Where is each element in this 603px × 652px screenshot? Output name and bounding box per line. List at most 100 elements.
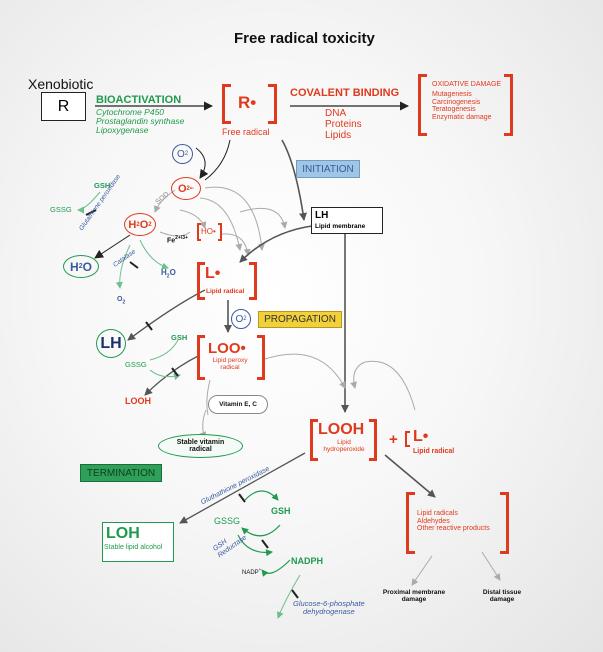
bracket-left-looh bbox=[310, 419, 318, 461]
lh-circle: LH bbox=[96, 329, 126, 358]
distal-damage-line2: damage bbox=[489, 596, 515, 603]
arrow-gpx-bottom-top bbox=[244, 490, 279, 501]
arrow-h2o2-water bbox=[94, 234, 131, 259]
bracket-right-lipid-radical bbox=[249, 262, 257, 300]
arrow-lradical-lh bbox=[127, 289, 206, 341]
arrow-catalase-o2 bbox=[115, 244, 131, 289]
proximal-damage-line2: damage bbox=[401, 596, 427, 603]
arrow-loo-looh-small bbox=[144, 354, 201, 396]
block-bottom-gpx bbox=[238, 493, 246, 503]
arrow-lright-loop bbox=[350, 360, 416, 411]
block-lradical bbox=[145, 321, 153, 331]
loh-box: LOH Stable lipid alcohol bbox=[102, 522, 174, 562]
bracket-right-loo bbox=[257, 335, 265, 380]
arrow-proximal bbox=[411, 555, 433, 586]
enzyme-cyp450: Cytochrome P450 bbox=[96, 107, 165, 117]
target-dna: DNA bbox=[325, 108, 347, 119]
looh-big-symbol: LOOH bbox=[318, 421, 365, 438]
damage-mutagenesis: Mutagenesis bbox=[432, 91, 472, 98]
bracket-left-free-radical bbox=[222, 84, 231, 124]
fe-label: Fe2+/3+ bbox=[167, 235, 188, 245]
g6pd-label: Glucose-6-phosphate dehydrogenase bbox=[293, 600, 365, 616]
initiation-label: INITIATION bbox=[296, 160, 360, 178]
enzyme-lipoxygenase: Lipoxygenase bbox=[96, 125, 149, 135]
arrow-nadph-nadp bbox=[261, 559, 291, 577]
lradical-right-label: Lipid radical bbox=[413, 448, 455, 455]
termination-label: TERMINATION bbox=[80, 464, 162, 482]
bracket-left-loo bbox=[197, 335, 205, 380]
arrow-ho-lipid bbox=[221, 233, 251, 256]
arrow-gssg-gsh bbox=[241, 524, 281, 537]
distal-damage-line1: Distal tissue bbox=[482, 589, 522, 596]
oxidative-damage-title: OXIDATIVE DAMAGE bbox=[432, 81, 502, 88]
free-radical-label: Free radical bbox=[222, 127, 270, 137]
g6pd-line1: Glucose-6-phosphate bbox=[293, 599, 365, 608]
enzyme-prostaglandin: Prostaglandin synthase bbox=[96, 116, 185, 126]
arrow-loo-vitamin bbox=[206, 379, 211, 416]
bracket-left-ho bbox=[197, 223, 201, 241]
lipid-radical-label: Lipid radical bbox=[206, 288, 245, 295]
bracket-right-looh bbox=[369, 419, 377, 461]
arrow-h2o2-fe bbox=[159, 231, 191, 237]
stable-vitamin-line1: Stable vitamin bbox=[176, 438, 225, 446]
arrow-gsh-gssg-left bbox=[77, 191, 101, 214]
stable-vitamin-line2: radical bbox=[189, 446, 212, 453]
arrow-lh-lradical bbox=[239, 225, 313, 263]
arrow-reductase bbox=[237, 534, 273, 557]
looh-small: LOOH bbox=[125, 396, 151, 406]
block-g6pd bbox=[291, 589, 299, 599]
gsh-left: GSH bbox=[94, 181, 111, 190]
target-proteins: Proteins bbox=[325, 119, 362, 130]
loo-label-line2: radical bbox=[220, 364, 240, 371]
bracket-right-ho bbox=[218, 223, 222, 241]
oxidative-damage-items: Mutagenesis Carcinogenesis Teratogenesis… bbox=[432, 91, 492, 121]
bracket-left-lipid-radical bbox=[197, 262, 205, 300]
target-lipids: Lipids bbox=[325, 130, 352, 141]
arrow-loo-looh bbox=[261, 353, 346, 389]
product-lipid-radicals: Lipid radicals bbox=[417, 510, 458, 517]
gsh-bottom: GSH bbox=[271, 506, 291, 516]
arrow-superoxide-lipid-2 bbox=[204, 186, 265, 251]
covalent-binding-label: COVALENT BINDING bbox=[290, 87, 400, 99]
loo-symbol: LOO• bbox=[208, 340, 246, 357]
vitamin-oval: Vitamin E, C bbox=[208, 395, 268, 414]
loh-symbol: LOH bbox=[106, 525, 140, 542]
arrow-o2-superoxide bbox=[195, 147, 209, 179]
loo-label: Lipid peroxy radical bbox=[210, 357, 250, 371]
block-left-gpx bbox=[85, 209, 97, 216]
g6pd-line2: dehydrogenase bbox=[303, 607, 355, 616]
bioactivation-enzymes: Cytochrome P450 Prostaglandin synthase L… bbox=[96, 108, 184, 135]
arrow-looh-loh bbox=[179, 452, 306, 524]
gssg-mid: GSSG bbox=[125, 360, 147, 369]
arrow-g6pd bbox=[276, 574, 301, 619]
loo-label-line1: Lipid peroxy bbox=[212, 357, 248, 364]
bioactivation-label: BIOACTIVATION bbox=[96, 94, 182, 106]
bracket-left-products bbox=[406, 492, 415, 554]
arrow-superoxide-lipid bbox=[199, 197, 243, 251]
arrow-h2o2-ho bbox=[179, 209, 207, 229]
free-radical-symbol: R• bbox=[238, 93, 257, 112]
xenobiotic-r: R bbox=[57, 97, 70, 115]
product-aldehydes: Aldehydes bbox=[417, 517, 450, 525]
arrow-radical-superoxide bbox=[204, 139, 231, 181]
nadp-label: NADP+ bbox=[242, 567, 262, 576]
damage-teratogenesis: Teratogenesis bbox=[432, 106, 476, 113]
water-right: H2O bbox=[161, 268, 176, 280]
proximal-damage-line1: Proximal membrane bbox=[382, 589, 446, 596]
stable-vitamin-oval: Stable vitamin radical bbox=[158, 434, 243, 458]
lradical-right-symbol: L• bbox=[413, 428, 429, 445]
looh-label-line2: hydroperoxide bbox=[323, 446, 365, 453]
arrow-distal bbox=[481, 551, 501, 581]
proximal-damage: Proximal membrane damage bbox=[374, 589, 454, 603]
arrow-gsh-mid bbox=[149, 339, 179, 361]
gsh-mid: GSH bbox=[171, 333, 188, 342]
bracket-right-oxidative bbox=[504, 74, 513, 136]
gssg-bottom: GSSG bbox=[214, 516, 241, 526]
gssg-left: GSSG bbox=[50, 205, 72, 214]
bracket-left-oxidative bbox=[418, 74, 427, 136]
loh-label: Stable lipid alcohol bbox=[104, 544, 163, 551]
